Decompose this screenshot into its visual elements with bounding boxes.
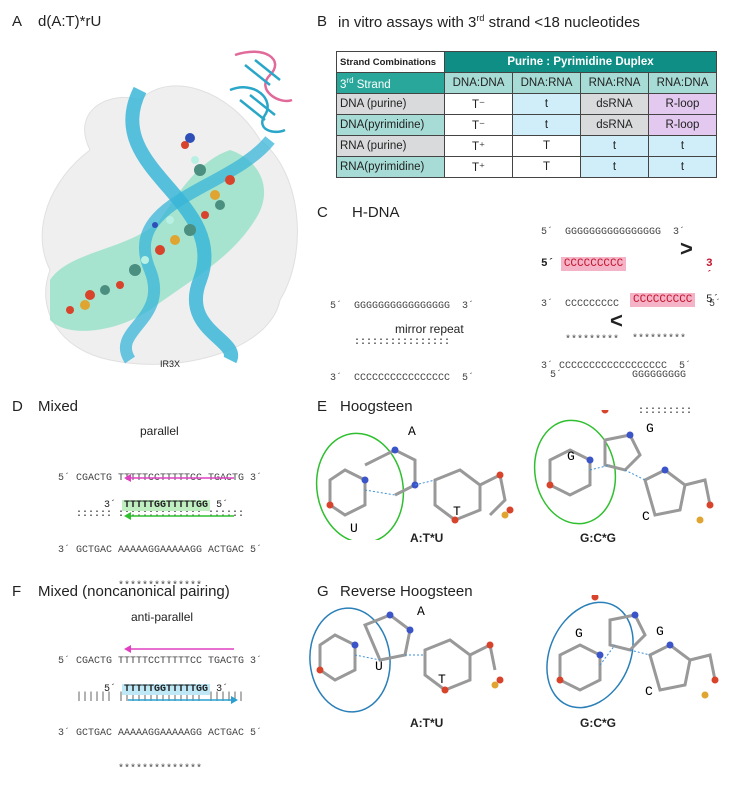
antiparallel-sequence: 5´ CGACTG TTTTTCCTTTTTCC TGACTG 3´ |||||…: [58, 656, 263, 775]
table-corner: Strand Combinations: [336, 51, 445, 73]
label-g-third: G: [575, 626, 583, 641]
column-header: RNA:DNA: [648, 72, 717, 94]
h-dna-bottom-sequence: ********* 5´GGGGGGGGG :::::::::: [550, 334, 693, 417]
h-dna-third-strand: 5´ CCCCCCCCC 3´: [541, 257, 713, 282]
panel-e-letter: E: [317, 398, 328, 415]
label-c: C: [642, 509, 650, 524]
antiparallel-arrow-third: [128, 696, 238, 704]
parallel-third-strand: 3´ TTTTTGGTTTTTGG 5´: [104, 500, 229, 511]
label-a: A: [417, 604, 425, 619]
panel-d-title: Mixed: [38, 398, 79, 415]
panel-e-title: Hoogsteen: [340, 398, 413, 415]
h-dna-third-strand-lower: CCCCCCCCC 5´: [630, 293, 719, 307]
panel-c-letter: C: [317, 204, 328, 221]
h-dna-bottom-strand: 3´ CCCCCCCCCCCCCCCCCC 5´: [541, 361, 692, 372]
antiparallel-arrow-purine: [124, 645, 234, 653]
label-a: A: [408, 424, 416, 439]
hoogsteen-caption-atu: A:T*U: [410, 531, 444, 545]
molecular-model-illustration: IR3X: [41, 50, 298, 369]
reverse-hoogsteen-caption-atu: A:T*U: [410, 716, 444, 730]
column-header: RNA:RNA: [580, 72, 649, 94]
table-row: DNA(pyrimidine) T⁻ t dsRNA R-loop: [336, 114, 717, 136]
label-c: C: [645, 684, 653, 699]
parallel-arrow-purine: [124, 474, 234, 482]
panel-g-letter: G: [317, 583, 329, 600]
label-g-duplex: G: [646, 421, 654, 436]
table-row-header: 3rd Strand: [336, 72, 445, 94]
table-row: RNA (purine) T⁺ T t t: [336, 135, 717, 157]
hoogsteen-caption-gcg: G:C*G: [580, 531, 616, 545]
parallel-arrow-third: [124, 512, 234, 520]
panel-f-title: Mixed (noncanonical pairing): [38, 583, 230, 600]
hoogsteen-structures: A T U G G C: [315, 410, 714, 540]
panel-b-title: in vitro assays with 3rd strand <18 nucl…: [338, 13, 640, 31]
table-group-header: Purine : Pyrimidine Duplex: [444, 51, 717, 73]
panel-a-title: d(A:T)*rU: [38, 13, 102, 30]
label-t: T: [438, 672, 446, 687]
table-row: DNA (purine) T⁻ t dsRNA R-loop: [336, 93, 717, 115]
strand-direction-arrow-lower: <: [610, 308, 623, 333]
mirror-repeat-sequence: 5´ GGGGGGGGGGGGGGGG 3´ :::::::::::::::: …: [330, 301, 475, 384]
model-label: IR3X: [160, 359, 180, 369]
panel-d-letter: D: [12, 398, 23, 415]
label-g-duplex: G: [656, 624, 664, 639]
table-row: RNA(pyrimidine) T⁺ T t t: [336, 156, 717, 178]
strand-direction-arrow: >: [680, 236, 693, 261]
antiparallel-third-strand: 5´ TTTTTGGTTTTTGG 3´: [104, 684, 229, 695]
panel-c-title: H-DNA: [352, 204, 400, 221]
panel-f-letter: F: [12, 583, 22, 600]
strand-assay-table: Strand Combinations Purine : Pyrimidine …: [336, 51, 717, 178]
panel-b-letter: B: [317, 13, 328, 30]
label-t: T: [453, 504, 461, 519]
label-g-third: G: [567, 449, 575, 464]
column-header: DNA:DNA: [444, 72, 513, 94]
panel-a-letter: A: [12, 13, 23, 30]
mirror-repeat-caption: mirror repeat: [395, 322, 464, 336]
label-u: U: [350, 521, 358, 536]
reverse-hoogsteen-structures: A U T G G C: [309, 595, 719, 713]
label-u: U: [375, 659, 383, 674]
reverse-hoogsteen-caption-gcg: G:C*G: [580, 716, 616, 730]
panel-g-title: Reverse Hoogsteen: [340, 583, 473, 600]
panel-f-subtitle: anti-parallel: [131, 610, 194, 624]
panel-d-subtitle: parallel: [140, 424, 179, 438]
column-header: DNA:RNA: [512, 72, 581, 94]
